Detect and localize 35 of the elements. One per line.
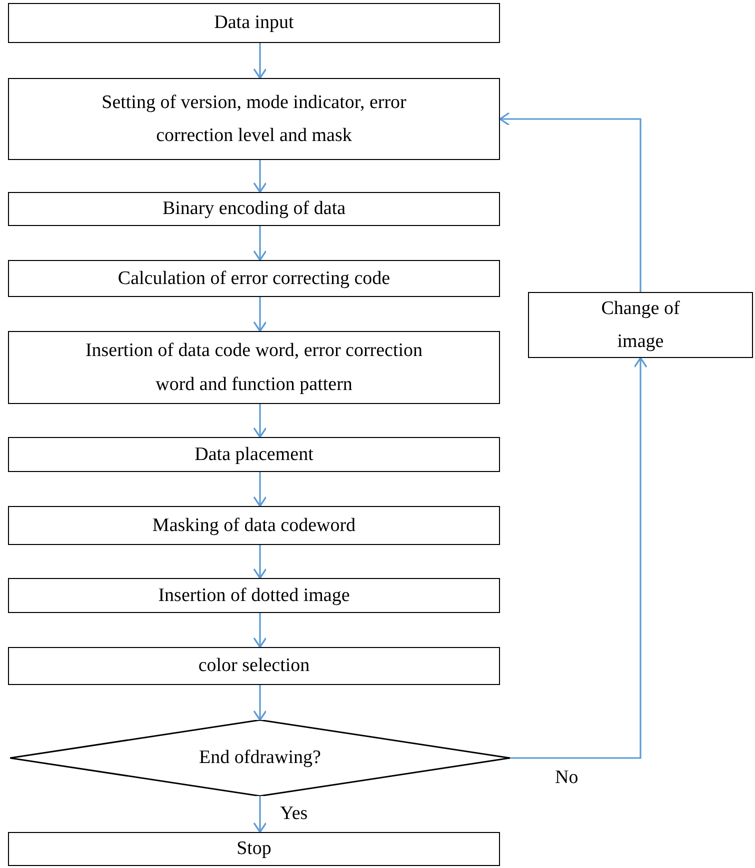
step-text: Insertion of data code word, error correction word and function pattern <box>84 339 424 396</box>
step-text: Binary encoding of data <box>162 197 346 222</box>
step-text: Masking of data codeword <box>152 514 356 538</box>
arrow <box>253 613 267 648</box>
process-box <box>8 437 500 472</box>
step-text: Data placement <box>194 442 314 467</box>
process-box <box>8 331 500 404</box>
step-text: Data input <box>214 11 294 36</box>
arrow <box>253 160 267 193</box>
decision-text: End ofdrawing? <box>199 746 321 770</box>
process-box <box>8 647 500 685</box>
arrow <box>253 226 267 261</box>
arrow <box>510 357 648 759</box>
arrow <box>253 404 267 438</box>
process-box <box>8 832 500 866</box>
step-text: Setting of version, mode indicator, error correction level and mask <box>100 90 408 148</box>
process-box <box>8 578 500 613</box>
step-text: Change of image <box>600 296 681 354</box>
step-text: Insertion of dotted image <box>158 584 350 608</box>
process-box <box>8 3 500 43</box>
arrow <box>499 112 642 292</box>
step-text: Stop <box>236 837 272 862</box>
arrow <box>253 297 267 332</box>
process-box <box>528 292 753 358</box>
step-text: Calculation of error correcting code <box>118 266 390 291</box>
arrow <box>253 796 267 833</box>
arrow <box>253 472 267 507</box>
arrow <box>253 685 267 721</box>
process-box <box>8 260 500 297</box>
process-box <box>8 506 500 545</box>
process-box <box>8 192 500 226</box>
arrow <box>253 545 267 579</box>
step-text: color selection <box>198 654 310 678</box>
arrow <box>253 43 267 79</box>
process-box <box>8 78 500 160</box>
